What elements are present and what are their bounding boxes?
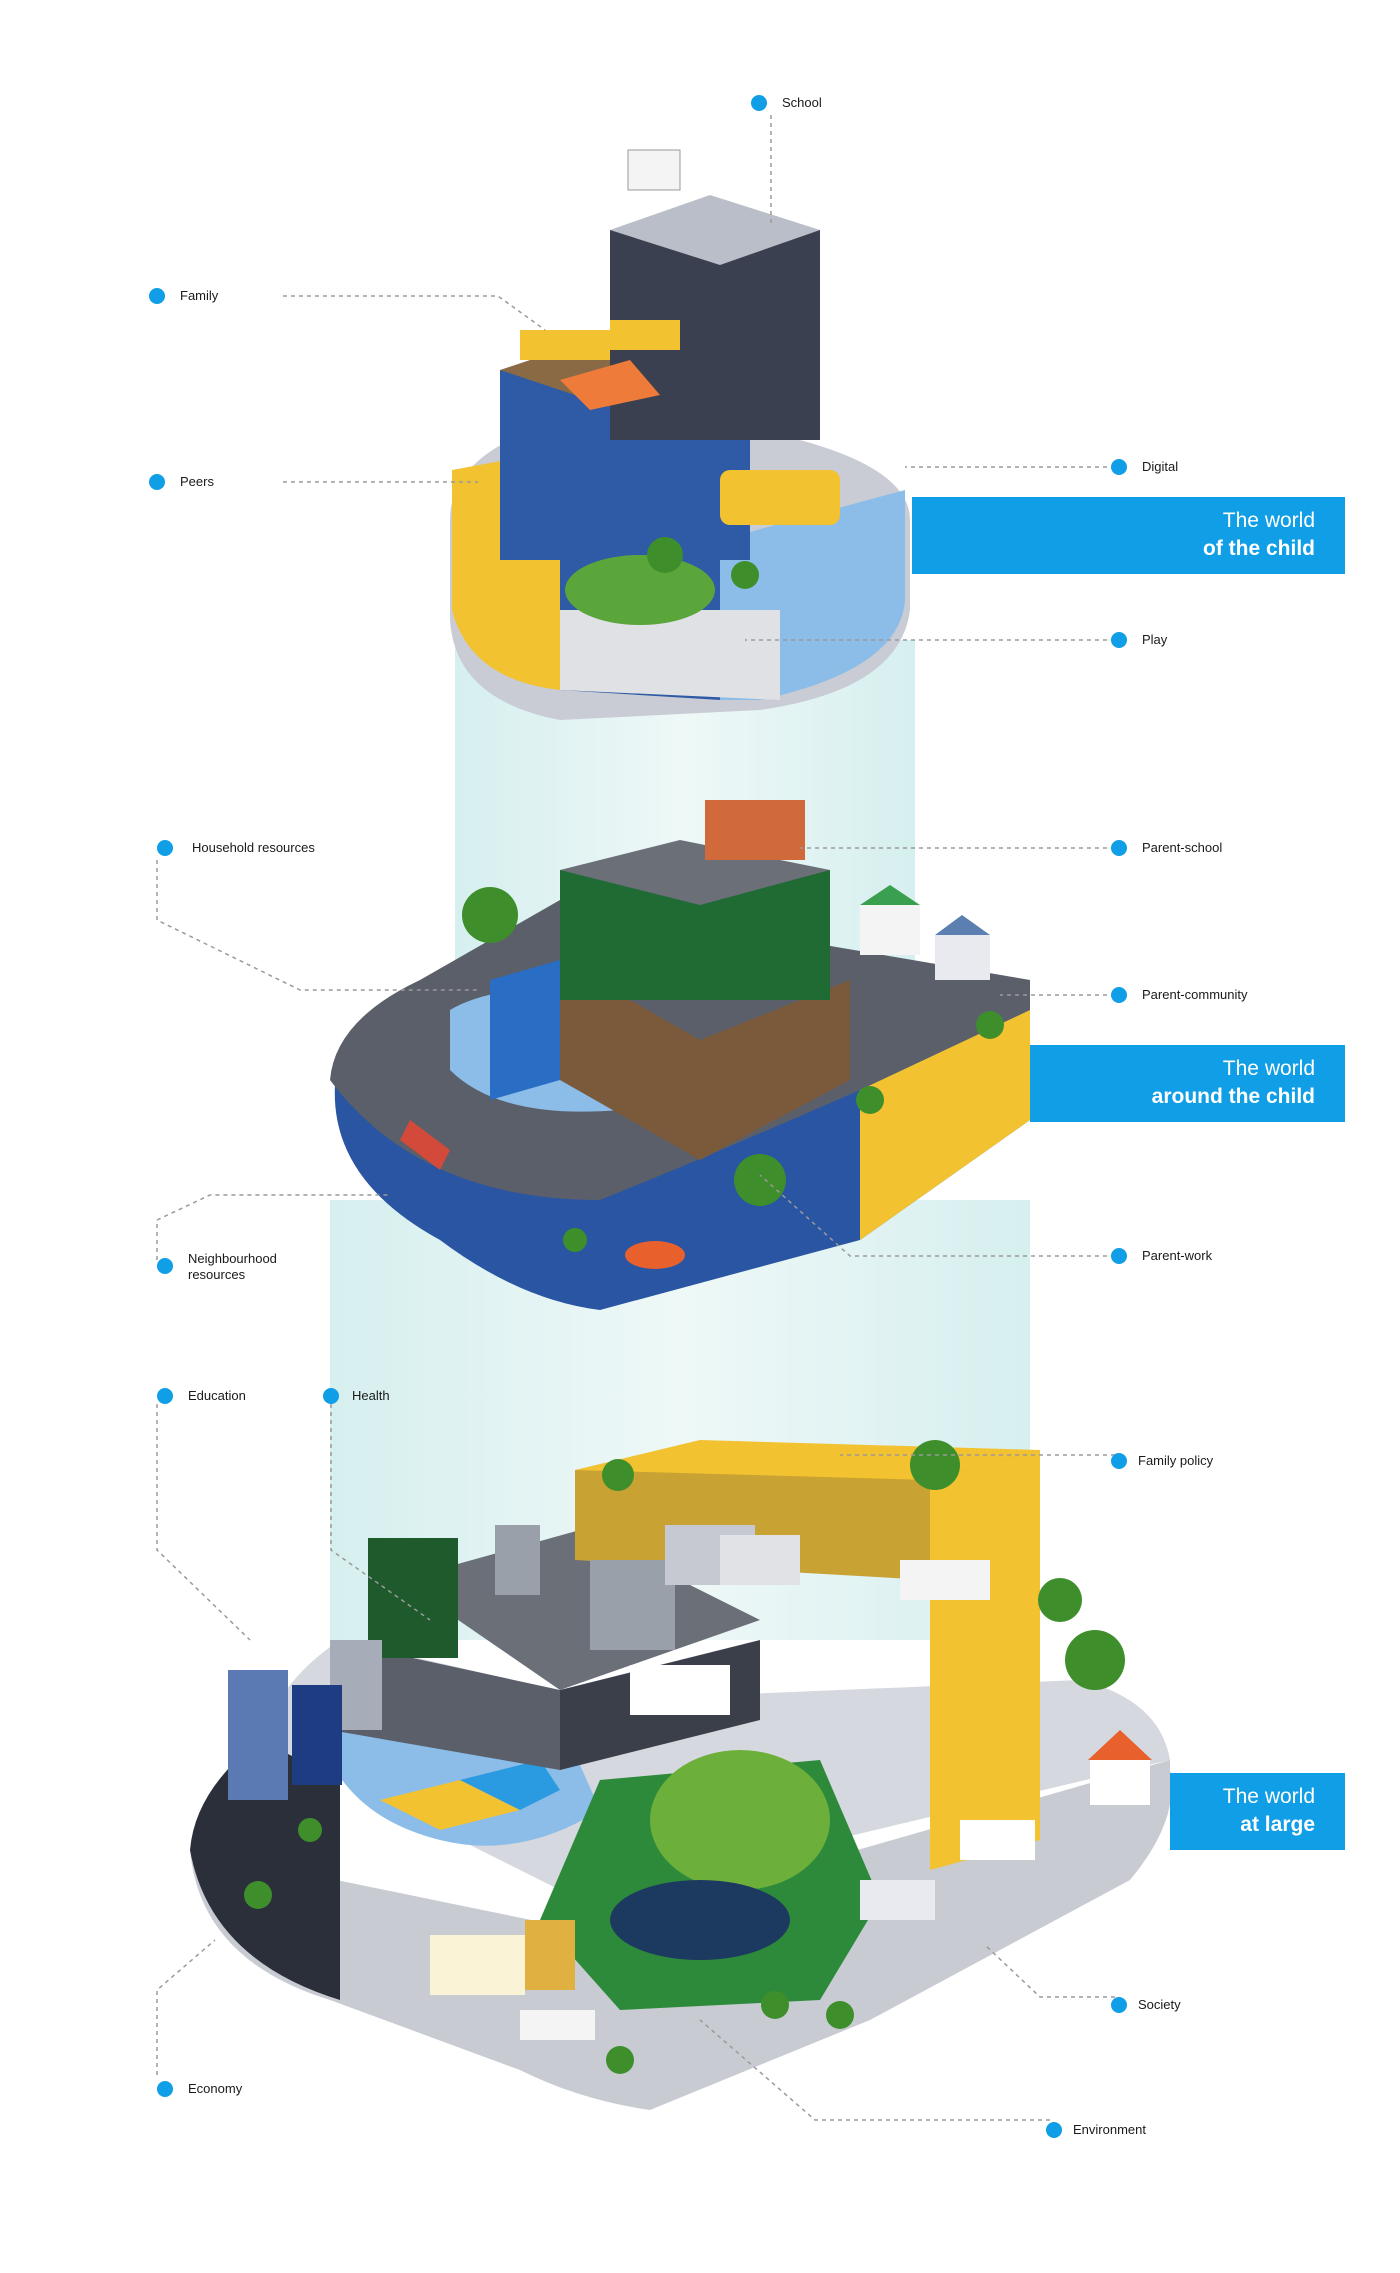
platform-world-of-child xyxy=(450,149,910,720)
banner-world-of-child: The world of the child xyxy=(912,497,1345,574)
label-peers: Peers xyxy=(180,474,214,489)
label-education: Education xyxy=(188,1388,246,1403)
banner-around-line2: around the child xyxy=(1151,1085,1315,1108)
label-parent-community: Parent-community xyxy=(1142,987,1248,1002)
label-neighbourhood-line2: resources xyxy=(188,1267,246,1282)
label-parent-work: Parent-work xyxy=(1142,1248,1213,1263)
dot-health xyxy=(323,1388,339,1404)
label-neighbourhood-line1: Neighbourhood xyxy=(188,1251,277,1266)
leader-health xyxy=(330,1404,431,1621)
dot-school xyxy=(751,95,767,111)
banner-child-line2: of the child xyxy=(1203,537,1315,560)
label-family-policy: Family policy xyxy=(1138,1453,1214,1468)
leader-family xyxy=(283,295,546,331)
leader-neighbourhood-resources xyxy=(156,1194,390,1260)
dot-household-resources xyxy=(157,840,173,856)
label-family: Family xyxy=(180,288,219,303)
callout-dots xyxy=(149,95,1127,2138)
label-household-resources: Household resources xyxy=(192,840,315,855)
dot-peers xyxy=(149,474,165,490)
banner-large-line1: The world xyxy=(1222,1785,1315,1808)
dot-digital xyxy=(1111,459,1127,475)
label-economy: Economy xyxy=(188,2081,243,2096)
leader-economy xyxy=(156,1939,216,2075)
platform-world-at-large xyxy=(190,1440,1172,2110)
banner-child-line1: The world xyxy=(1222,509,1315,532)
banner-world-at-large: The world at large xyxy=(1170,1773,1345,1850)
label-health: Health xyxy=(352,1388,390,1403)
dot-society xyxy=(1111,1997,1127,2013)
label-school: School xyxy=(782,95,822,110)
leader-lines xyxy=(156,115,1115,2121)
leader-household-resources xyxy=(156,860,480,991)
dot-economy xyxy=(157,2081,173,2097)
leader-education xyxy=(156,1404,251,1641)
label-environment: Environment xyxy=(1073,2122,1146,2137)
label-neighbourhood-resources: Neighbourhood resources xyxy=(188,1251,277,1283)
dot-parent-community xyxy=(1111,987,1127,1003)
platform-world-around-child xyxy=(330,800,1031,1310)
label-society: Society xyxy=(1138,1997,1181,2012)
label-digital: Digital xyxy=(1142,459,1179,474)
banner-around-line1: The world xyxy=(1222,1057,1315,1080)
dot-parent-work xyxy=(1111,1248,1127,1264)
banner-world-around-child: The world around the child xyxy=(1030,1045,1345,1122)
leader-society xyxy=(984,1944,1115,1998)
leader-environment xyxy=(699,2019,1050,2121)
dot-play xyxy=(1111,632,1127,648)
dot-family-policy xyxy=(1111,1453,1127,1469)
dot-parent-school xyxy=(1111,840,1127,856)
dot-family xyxy=(149,288,165,304)
label-parent-school: Parent-school xyxy=(1142,840,1223,855)
leader-parent-work xyxy=(759,1174,1115,1257)
dot-education xyxy=(157,1388,173,1404)
label-play: Play xyxy=(1142,632,1168,647)
dot-environment xyxy=(1046,2122,1062,2138)
banner-large-line2: at large xyxy=(1240,1813,1315,1836)
dot-neighbourhood-resources xyxy=(157,1258,173,1274)
